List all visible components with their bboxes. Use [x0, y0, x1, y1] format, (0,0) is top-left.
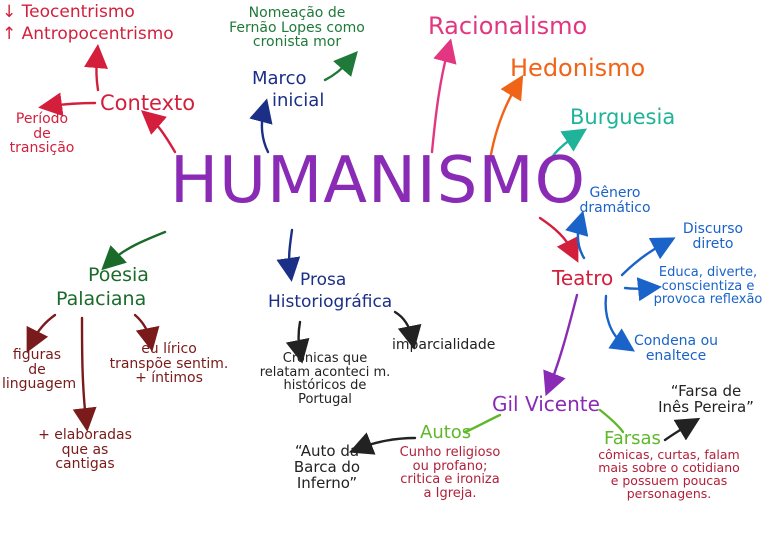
- arrow-gil-autos: [463, 413, 502, 434]
- arrow-teatro-educa: [623, 277, 662, 302]
- marco-note: Nomeação de Fernão Lopes como cronista m…: [229, 5, 365, 51]
- arrow-teatro-discurso: [620, 237, 676, 277]
- arrow-racionalismo: [430, 38, 457, 154]
- autos-label: Autos: [420, 422, 472, 443]
- arrow-prosa-imparcialidade: [393, 310, 422, 350]
- racionalismo-label: Racionalismo: [428, 12, 588, 40]
- autos-example: “Auto da Barca do Inferno”: [293, 442, 361, 492]
- burguesia-label: Burguesia: [570, 105, 676, 129]
- arrow-teatro-gil: [543, 293, 579, 397]
- arrow-hedonismo: [488, 74, 524, 162]
- autos-desc: Cunho religioso ou profano; critica e ir…: [399, 445, 501, 501]
- arrow-center-teatro: [538, 216, 579, 263]
- contexto-item-teocentrismo: ↓ Teocentrismo: [2, 2, 135, 22]
- hedonismo-label: Hedonismo: [510, 54, 646, 82]
- teatro-label: Teatro: [552, 266, 614, 290]
- arrow-center-contexto: [140, 110, 177, 154]
- prosa-item-imparcialidade: imparcialidade: [392, 337, 496, 353]
- marco-label-1: Marco: [252, 68, 307, 89]
- arrow-poesia-eulirico: [133, 313, 160, 352]
- arrow-poesia-elaboradas: [72, 316, 97, 432]
- poesia-item-figuras: figuras de linguagem: [2, 347, 77, 393]
- arrow-center-poesia: [101, 230, 167, 271]
- arrow-prosa-cronicas: [285, 320, 310, 364]
- arrow-autos-example: [348, 432, 417, 455]
- arrow-gil-farsas: [598, 408, 625, 434]
- arrow-up-icon: ↑: [2, 24, 17, 44]
- arrow-teatro-condena: [604, 294, 635, 352]
- poesia-item-elaboradas: + elaboradas que as cantigas: [38, 427, 132, 473]
- teatro-item-genero: Gênero dramático: [579, 185, 651, 216]
- arrow-poesia-figuras: [26, 313, 57, 353]
- arrow-down-icon: ↓: [2, 2, 17, 22]
- arrow-contexto-periodo: [38, 92, 97, 117]
- arrow-center-prosa: [276, 228, 301, 282]
- poesia-label-2: Palaciana: [56, 288, 147, 310]
- contexto-periodo: Período de transição: [9, 111, 75, 157]
- arrow-farsas-example: [663, 417, 701, 442]
- marco-label-2: inicial: [272, 90, 325, 111]
- contexto-item-antropocentrismo: ↑ Antropocentrismo: [2, 24, 174, 44]
- arrow-center-marco: [249, 98, 273, 154]
- contexto-label: Contexto: [100, 91, 196, 115]
- poesia-label-1: Poesia: [88, 264, 149, 286]
- arrow-teatro-genero: [565, 210, 589, 260]
- arrow-burguesia: [543, 128, 588, 174]
- farsas-label: Farsas: [604, 428, 661, 449]
- prosa-label-1: Prosa: [300, 270, 347, 290]
- prosa-label-2: Historiográfica: [268, 292, 393, 312]
- prosa-item-cronicas: Crônicas que relatam aconteci m. históri…: [259, 351, 391, 407]
- poesia-item-eulirico: eu lírico transpõe sentim. + íntimos: [109, 341, 229, 387]
- farsas-example: “Farsa de Inês Pereira”: [658, 382, 754, 416]
- teatro-item-condena: Condena ou enaltece: [633, 333, 719, 364]
- arrow-contexto-up: [84, 44, 108, 92]
- farsas-desc: cômicas, curtas, falam mais sobre o coti…: [598, 447, 740, 502]
- center-title: HUMANISMO: [170, 144, 586, 218]
- teatro-item-educa: Educa, diverte, conscientiza e provoca r…: [653, 265, 763, 308]
- teatro-item-discurso: Discurso direto: [682, 221, 744, 252]
- arrow-marco-note: [323, 50, 358, 82]
- gil-label: Gil Vicente: [492, 392, 600, 416]
